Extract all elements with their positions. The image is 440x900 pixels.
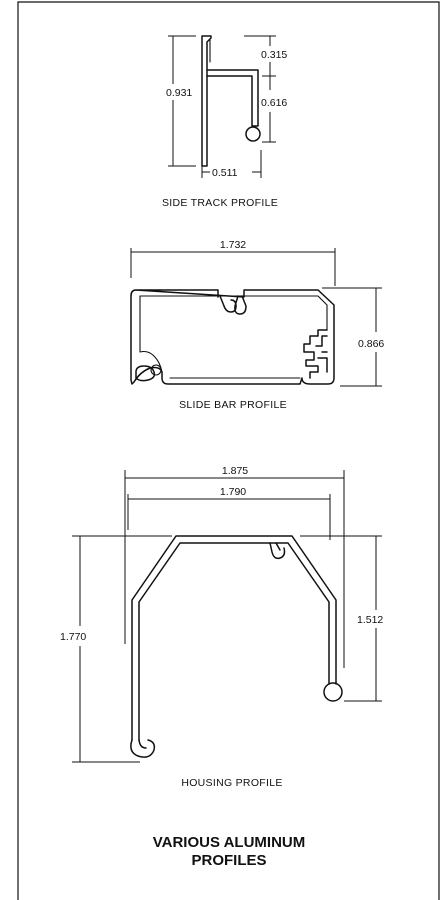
housing-outer-outline [131,535,337,741]
side-track-caption: SIDE TRACK PROFILE [162,197,278,209]
slide-bar-width-dimension [130,248,336,286]
title-line-2: PROFILES [191,852,266,869]
side-track-lower-label: 0.616 [261,97,287,109]
side-track-top-label: 0.315 [261,49,287,61]
side-track-profile: 0.931 0.315 0.616 0.511 SIDE TRACK PROFI… [162,35,287,209]
housing-inner-width-label: 1.790 [220,486,246,498]
slide-bar-inner-wall [139,295,328,379]
slide-bar-height-label: 0.866 [358,338,384,350]
housing-inner-outline [138,542,330,741]
side-track-bead [245,126,261,142]
housing-inner-width-dimension [127,494,331,540]
slide-bar-height-dimension [322,287,382,387]
housing-left-hook [130,739,156,758]
side-track-height-dimension [168,35,196,167]
sheet-border [17,1,440,900]
slide-bar-left-bead [150,364,162,376]
slide-bar-caption: SLIDE BAR PROFILE [179,399,287,411]
slide-bar-width-label: 1.732 [220,239,246,251]
housing-left-height-dimension [72,535,172,763]
housing-right-height-dimension [300,535,382,702]
side-track-web [206,69,259,127]
slide-bar-left-hook [135,365,156,382]
housing-top-hook [269,542,286,560]
slide-bar-right-slots [303,329,328,379]
housing-right-height-label: 1.512 [357,614,383,626]
slide-bar-top-hook [219,295,247,315]
slide-bar-outer-shell [130,289,335,385]
side-track-width-label: 0.511 [212,167,238,179]
housing-profile: 1.875 1.790 1.770 1.512 HOUSING PROFILE [60,465,383,789]
housing-caption: HOUSING PROFILE [181,777,282,789]
housing-outer-width-label: 1.875 [222,465,248,477]
title-line-1: VARIOUS ALUMINUM [153,834,306,851]
slide-bar-profile: 1.732 0.866 SLIDE BAR PROFILE [130,239,384,411]
side-track-width-dimension [201,150,262,178]
side-track-right-dimension [244,35,276,143]
side-track-height-label: 0.931 [166,87,192,99]
housing-outer-width-dimension [124,470,345,668]
housing-left-height-label: 1.770 [60,631,86,643]
housing-right-bead [323,682,343,702]
